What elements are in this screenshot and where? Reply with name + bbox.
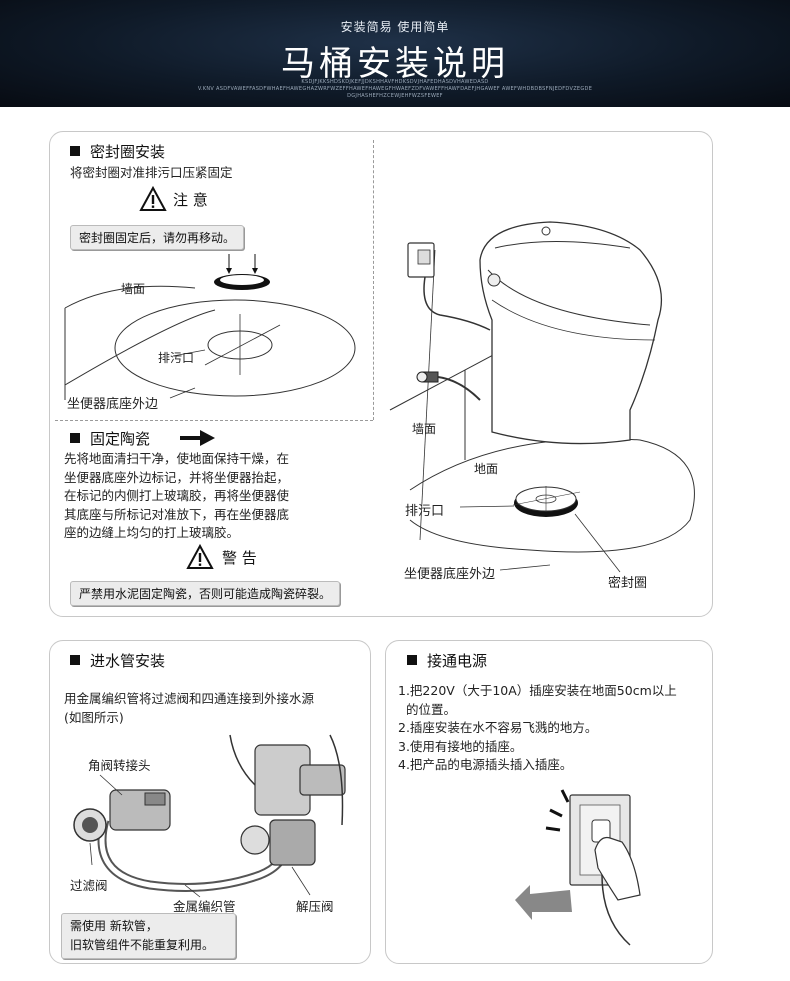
braided-hose-label: 金属编织管 [173,899,236,914]
divider-horizontal [55,420,373,421]
header-fine-print: V.KNV ASDFVAWEFFASDFWHAEFHAWEGHAZWRFWZEF… [197,86,593,92]
floor-label: 地面 [474,462,499,476]
warning-notice: 严禁用水泥固定陶瓷，否则可能造成陶瓷碎裂。 [70,581,341,606]
warning-triangle-icon [139,185,167,211]
seal-diagram [64,254,356,400]
seal-section-heading: 密封圈安装 [70,141,165,162]
power-section-heading: 接通电源 [407,650,487,671]
seal-instruction: 将密封圈对准排污口压紧固定 [70,165,233,180]
hose-notice: 需使用 新软管， 旧软管组件不能重复利用。 [61,913,236,959]
base-edge-label: 坐便器底座外边 [67,397,159,412]
right-arrow-icon [180,430,215,446]
toilet-installation-diagram [389,221,695,573]
water-inlet-panel [49,640,371,964]
warning-triangle-icon [186,543,214,569]
wall-label: 墙面 [121,282,146,296]
angle-valve-label: 角阀转接头 [88,758,151,773]
fix-section-heading: 固定陶瓷 [70,428,150,449]
drain-label: 排污口 [405,504,445,519]
water-inlet-diagram [73,734,346,898]
relief-valve-label: 解压阀 [296,899,334,914]
bullet-square-icon [70,146,80,156]
header-fine-print: DGJHASHEFHZCEWJEHFWZSFEWEF [347,93,443,99]
power-instructions: 1.把220V（大于10A）插座安装在地面50cm以上 的位置。 2.插座安装在… [398,683,677,772]
bullet-square-icon [70,433,80,443]
drain-label: 排污口 [158,351,195,365]
base-edge-label: 坐便器底座外边 [404,567,496,582]
water-instructions: 用金属编织管将过滤阀和四通连接到外接水源 (如图所示) [64,691,315,725]
wall-label: 墙面 [412,422,437,436]
caution-notice: 密封圈固定后，请勿再移动。 [70,225,245,250]
header-subtitle: 安装简易 使用简单 [340,20,450,34]
header-fine-print: KSDJFJKKSHDSKDJKEFJJDKSHHAVFHDKSDVJHAFED… [301,79,489,85]
seal-ring-label: 密封圈 [608,576,648,591]
filter-valve-label: 过滤阀 [70,878,108,893]
page-title: 马桶安装说明 [281,44,509,84]
water-section-heading: 进水管安装 [70,650,165,671]
warning-title: 警 告 [222,549,257,567]
outlet-hand-icon [515,789,641,946]
bullet-square-icon [407,655,417,665]
caution-title: 注 意 [173,191,208,209]
fix-instructions: 先将地面清扫干净，使地面保持干燥，在 坐便器底座外边标记，并将坐便器抬起， 在标… [64,451,290,540]
bullet-square-icon [70,655,80,665]
header-banner: 安装简易 使用简单 马桶安装说明 KSDJFJKKSHDSKDJKEFJJDKS… [0,0,790,107]
divider-vertical [373,140,374,420]
